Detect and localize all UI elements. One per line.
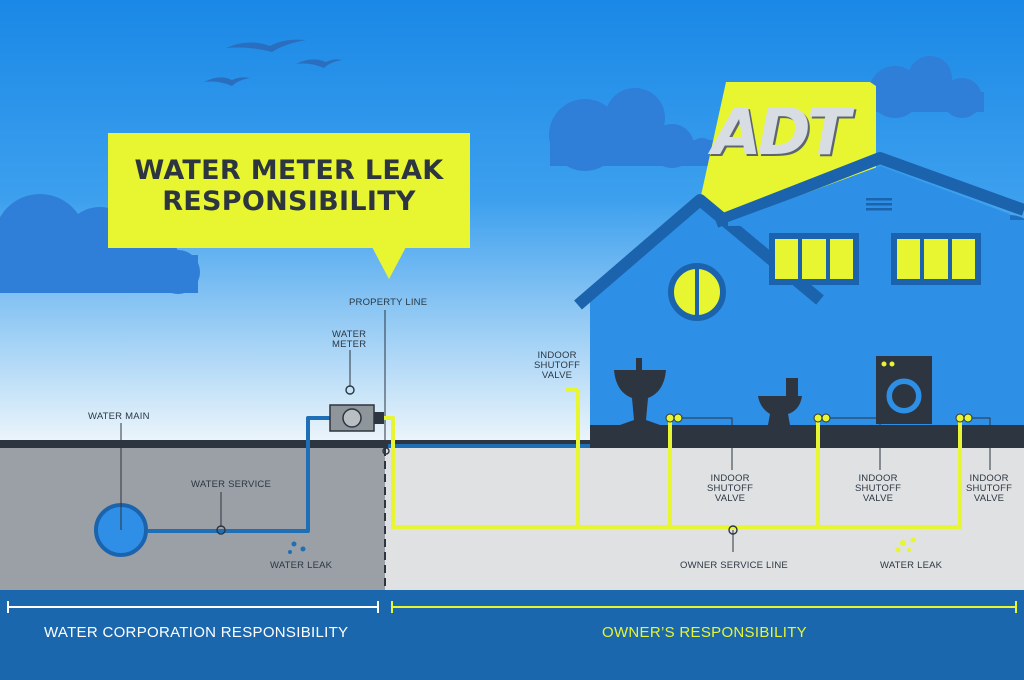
toilet-icon: [758, 378, 802, 425]
washing-machine-icon: [876, 356, 932, 424]
water-meter-icon: [329, 404, 384, 432]
label-water-leak-right: WATER LEAK: [880, 560, 943, 571]
label-water-service: WATER SERVICE: [191, 479, 272, 490]
adt-logo: ADT: [712, 96, 850, 170]
cloud-middle-icon: [549, 88, 716, 171]
label-water-leak-left: WATER LEAK: [270, 560, 333, 571]
ground-corporation: [0, 448, 385, 590]
shutoff-valve-markers: [665, 413, 973, 423]
label-indoor-shutoff-valve-3: INDOOR SHUTOFF VALVE: [855, 473, 902, 504]
label-indoor-shutoff-valve-2: INDOOR SHUTOFF VALVE: [707, 473, 754, 504]
label-leader-lines: [120, 350, 991, 552]
water-leak-left-icon: [288, 541, 306, 554]
cloud-right-icon: [866, 56, 984, 118]
water-service-pipe: [148, 416, 590, 533]
water-corporation-responsibility: WATER CORPORATION RESPONSIBILITY: [44, 624, 349, 641]
title-callout-tail: [372, 247, 406, 279]
label-property-line: PROPERTY LINE: [349, 297, 428, 308]
label-water-main: WATER MAIN: [88, 411, 150, 422]
label-leader-dots: [216, 385, 738, 535]
house-windows: [668, 233, 981, 321]
page-title: WATER METER LEAK RESPONSIBILITY: [134, 155, 444, 217]
label-owner-service-line: OWNER SERVICE LINE: [680, 560, 788, 571]
corporation-bracket: [7, 601, 379, 613]
title-callout: [108, 133, 470, 248]
birds-icon: [204, 39, 342, 86]
footer-band: [0, 590, 1024, 680]
owner-bracket: [391, 601, 1017, 613]
sink-icon: [614, 358, 666, 425]
water-leak-right-icon: [895, 537, 916, 553]
label-indoor-shutoff-valve-4: INDOOR SHUTOFF VALVE: [966, 473, 1013, 504]
owner-responsibility: OWNER’S RESPONSIBILITY: [602, 624, 807, 641]
owner-service-line-pipe: [384, 388, 962, 529]
label-water-meter: WATER METER: [332, 329, 367, 350]
label-indoor-shutoff-valve-1: INDOOR SHUTOFF VALVE: [534, 350, 581, 381]
ground-owner: [385, 448, 1024, 590]
